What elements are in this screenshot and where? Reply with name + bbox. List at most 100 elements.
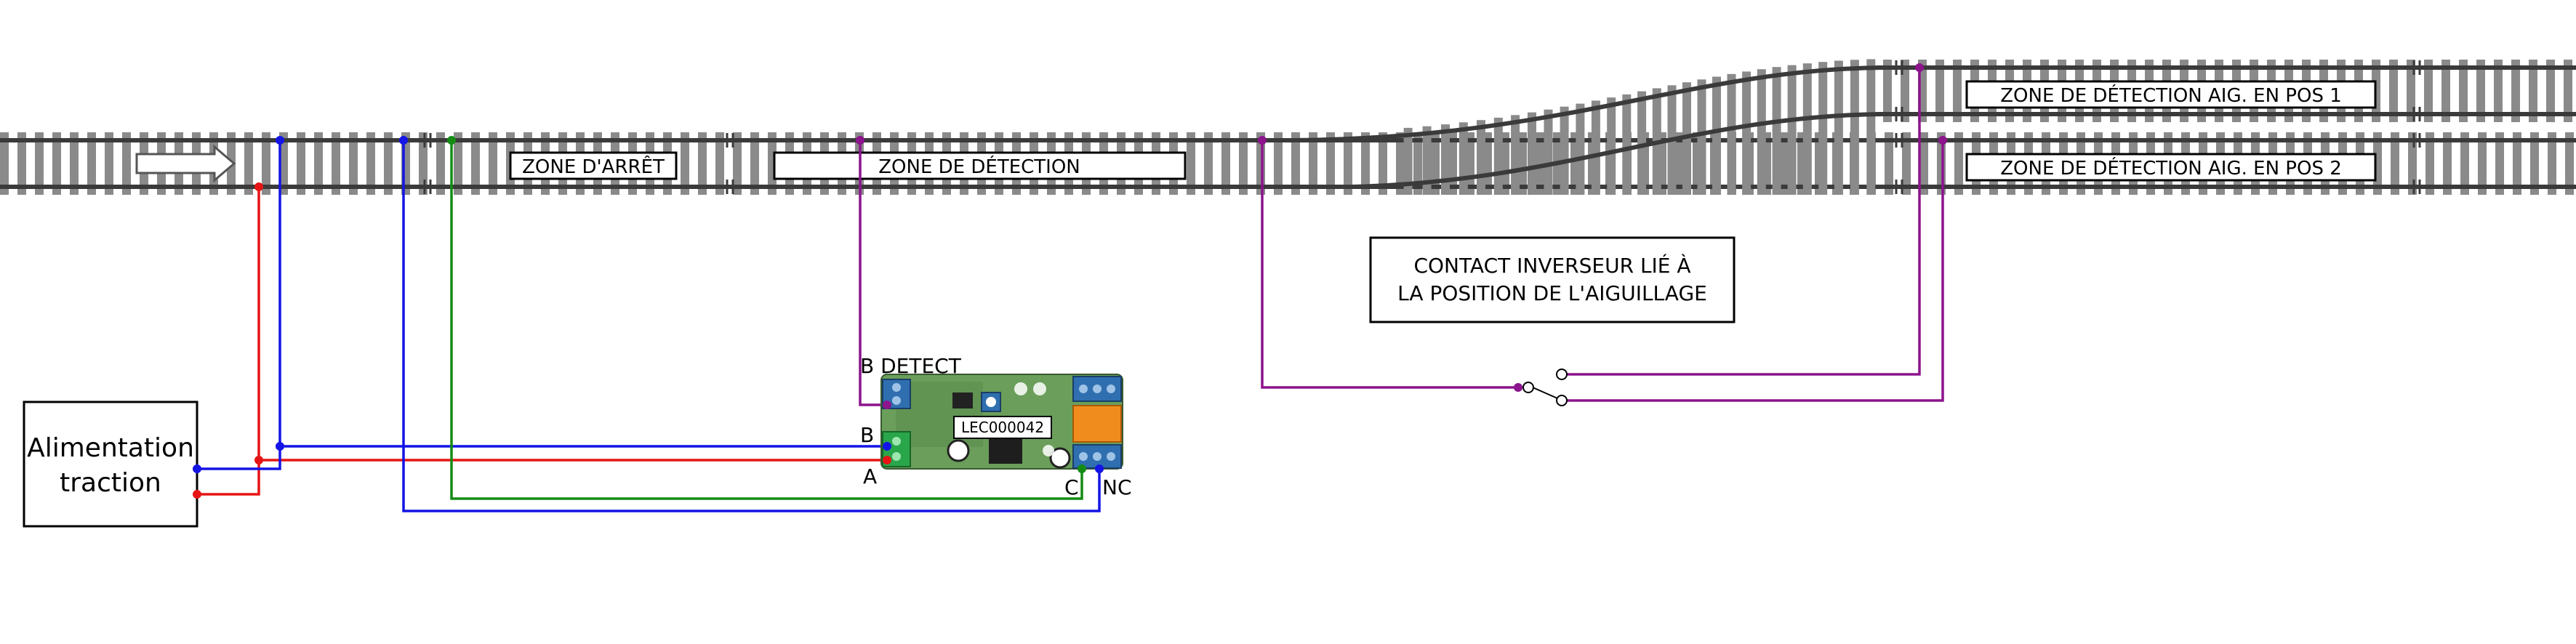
sleeper [489,132,497,195]
module-ref-text: LEC000042 [961,419,1044,436]
sleeper [1919,132,1928,195]
sleeper [419,132,428,195]
sleeper [1622,94,1632,195]
wire-purple-detect [859,140,887,406]
label-a: A [863,464,877,488]
sleeper [1901,60,1909,122]
sleeper [2425,132,2434,195]
joint-2 [726,133,734,194]
sleeper [52,132,61,195]
sleeper [1528,112,1536,195]
module-ic [989,436,1022,464]
insulated-joints [423,60,2421,194]
joint-5 [2412,60,2421,121]
wire-red-rail [197,187,260,496]
turnout-diverging-rail-right [1352,112,1884,189]
sleeper [262,132,270,195]
sleeper [1291,132,1300,195]
sleeper [2424,60,2433,122]
sleeper [2478,132,2487,195]
sleeper [1518,132,1527,195]
wire-green-c [450,140,1083,500]
sleeper [70,132,79,195]
svg-text:Alimentation: Alimentation [27,433,194,463]
direction-arrow-icon [135,144,236,183]
svg-text:ZONE DE DÉTECTION AIG. EN POS: ZONE DE DÉTECTION AIG. EN POS 1 [2000,84,2342,107]
sleeper [122,132,131,195]
svg-text:LA POSITION DE L'AIGUILLAGE: LA POSITION DE L'AIGUILLAGE [1397,281,1707,305]
sleeper [1883,60,1892,122]
sleeper [1712,76,1721,195]
sleeper [2511,60,2520,122]
sleeper [297,132,305,195]
joint-4 [1895,133,1903,194]
wire-purple-pos1 [1563,68,1921,376]
wire-purple-common [1261,140,1518,389]
sleeper [1403,127,1413,195]
wire-blue-nc [402,140,1101,512]
module-capacitor [947,439,970,462]
sleeper [1441,124,1450,195]
sleeper [1675,132,1684,195]
joint-3 [1895,60,1903,121]
changeover-switch-icon [1522,369,1568,406]
sleeper [1787,65,1797,195]
sleeper [1742,71,1752,196]
sleeper [2408,132,2417,195]
wires [197,68,1944,512]
sleeper [17,132,26,195]
sleeper [1954,132,1963,195]
sleeper [733,132,742,195]
sleeper [314,132,323,195]
sleeper [698,132,707,195]
sleeper [2494,60,2503,122]
sleeper [1772,67,1781,195]
sleeper [2529,60,2537,122]
sleeper [366,132,375,195]
sleeper [1361,132,1370,195]
sleeper [1697,79,1706,195]
zone-aig-pos2-label: ZONE DE DÉTECTION AIG. EN POS 2 [1965,153,2377,182]
sleeper [1458,122,1468,195]
sleeper [1935,60,1944,122]
sleeper [1493,117,1503,195]
svg-text:ZONE DE DÉTECTION: ZONE DE DÉTECTION [878,155,1080,178]
sleeper [1866,59,1876,196]
sleeper [35,132,44,195]
sleeper [715,132,724,195]
detection-module: LEC000042 [880,374,1123,470]
sleeper [681,132,689,195]
sleeper [1274,132,1283,195]
sleeper [1413,132,1422,195]
sleeper [2495,132,2504,195]
wire-purple-pos2 [1563,140,1944,402]
sleeper [750,132,759,195]
sleeper [2565,132,2574,195]
module-relay [1072,405,1122,443]
sleeper [1221,132,1230,195]
sleeper [1501,132,1509,195]
sleeper [2389,60,2398,122]
contact-description-box: CONTACT INVERSEUR LIÉ À LA POSITION DE L… [1369,236,1736,323]
sleeper [1902,132,1911,195]
turnout [1293,59,1884,196]
sleeper [105,132,113,195]
label-b-detect: B DETECT [860,354,962,378]
sleeper [1818,62,1828,195]
sleeper [1544,109,1553,195]
sleeper [454,132,462,195]
sleeper [1727,73,1736,195]
sleeper [2546,60,2555,122]
sleeper [471,132,480,195]
sleeper [244,132,253,195]
sleeper [2513,132,2521,195]
sleeper [1560,106,1569,195]
sleeper [1344,132,1352,195]
sleeper [1757,69,1766,195]
sleeper [349,132,358,195]
sleeper [0,132,9,195]
sleeper [2564,60,2572,122]
sleeper [2476,60,2485,122]
sleeper [1802,63,1812,195]
